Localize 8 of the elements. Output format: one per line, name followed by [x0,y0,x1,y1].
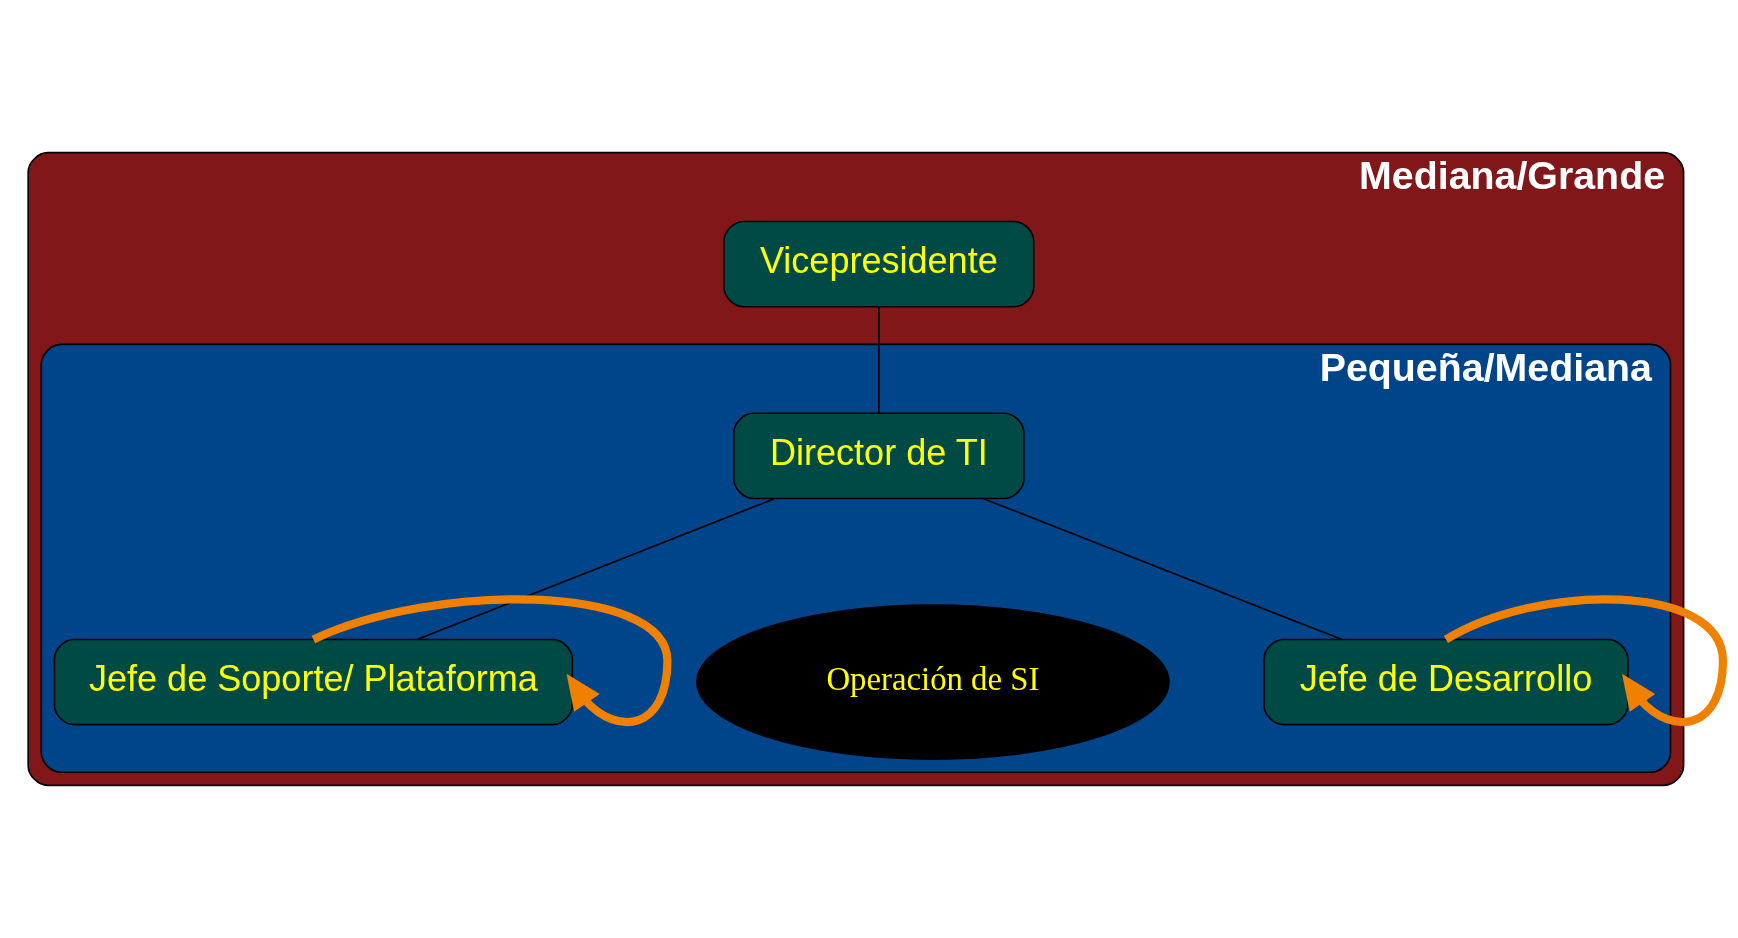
connector [878,306,880,414]
node-ellipse: Operación de SI [696,604,1170,760]
node-box: Director de TI [732,412,1025,500]
node-box: Vicepresidente [723,220,1035,308]
connector [416,497,776,641]
node-box: Jefe de Desarrollo [1263,638,1629,726]
node-box: Jefe de Soporte/ Plataforma [53,638,574,726]
connector [982,497,1343,641]
